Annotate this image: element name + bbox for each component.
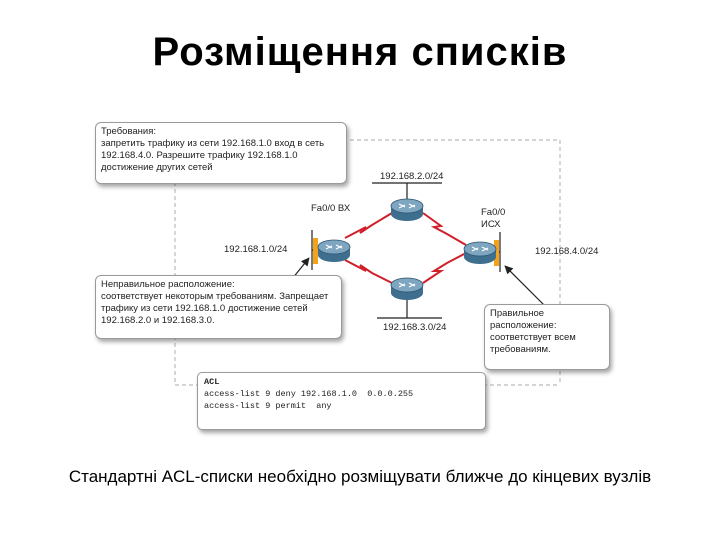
interface-marker-right	[494, 240, 499, 266]
slide-caption: Стандартні ACL-списки необхідно розміщув…	[0, 466, 720, 488]
router-icon-bottom	[390, 277, 424, 300]
serial-link-left-top	[344, 212, 393, 239]
acl-title: ACL	[204, 377, 220, 387]
interface-label-right-port: Fa0/0	[481, 207, 506, 218]
network-label-right: 192.168.4.0/24	[535, 246, 599, 257]
interface-marker-left	[313, 238, 318, 264]
serial-link-bottom-right	[422, 252, 467, 284]
right-placement-heading: Правильное расположение:	[490, 308, 557, 331]
arrow-right-placement	[504, 265, 546, 307]
network-label-bottom: 192.168.3.0/24	[383, 322, 447, 333]
router-icon-right	[463, 241, 497, 264]
acl-config-box: ACL access-list 9 deny 192.168.1.0 0.0.0…	[197, 372, 486, 430]
interface-label-right-direction: ИСХ	[481, 219, 501, 230]
caption-bold: Стандартні	[68, 467, 157, 486]
network-label-left: 192.168.1.0/24	[224, 244, 288, 255]
serial-links	[344, 212, 467, 284]
network-label-top: 192.168.2.0/24	[380, 171, 444, 182]
serial-link-left-bottom	[344, 259, 393, 284]
serial-link-top-right	[422, 212, 467, 246]
router-icon-top	[390, 198, 424, 221]
right-placement-text: соответствует всем требованиям.	[490, 332, 576, 355]
acl-line-deny: access-list 9 deny 192.168.1.0 0.0.0.255	[204, 389, 414, 399]
wrong-placement-heading: Неправильное расположение:	[101, 279, 235, 290]
interface-label-left: Fa0/0 ВХ	[311, 203, 351, 214]
requirement-text: запретить трафику из сети 192.168.1.0 вх…	[101, 138, 325, 173]
slide-title: Розміщення списків	[152, 30, 568, 74]
wrong-placement-text: соответствует некоторым требованиям. Зап…	[101, 291, 329, 326]
router-icon-left	[317, 239, 351, 262]
right-placement-callout: Правильное расположение: соответствует в…	[484, 304, 610, 370]
requirement-heading: Требования:	[101, 126, 157, 137]
acl-line-permit: access-list 9 permit any	[204, 401, 332, 411]
requirement-callout: Требования: запретить трафику из сети 19…	[95, 122, 347, 184]
wrong-placement-callout: Неправильное расположение: соответствует…	[95, 275, 342, 339]
caption-text: ACL-списки необхідно розміщувати ближче …	[156, 467, 652, 486]
